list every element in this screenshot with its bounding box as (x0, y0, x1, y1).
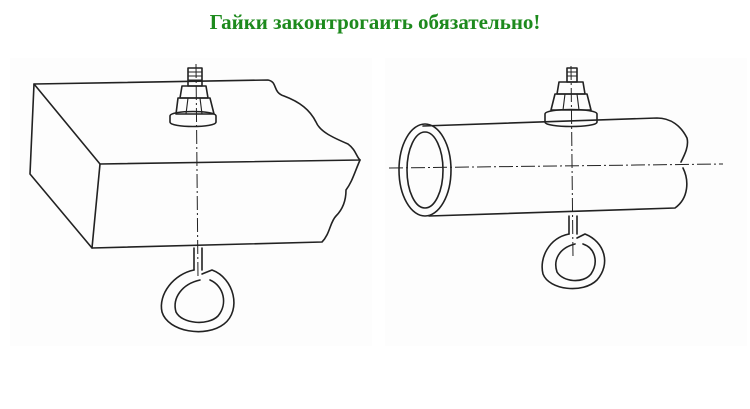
thread-marks (187, 71, 203, 81)
pipe-end-inner (406, 131, 444, 209)
beam-front-face (91, 159, 361, 249)
pipe-axis (388, 163, 724, 169)
eye-bolt-shank (193, 247, 203, 271)
page-title: Гайки законтрогаить обязательно! (209, 10, 541, 34)
nut-edges (185, 97, 203, 115)
pipe-end-outer (398, 123, 452, 217)
eye-bolt-shank (568, 215, 578, 235)
nut-edges (562, 93, 580, 111)
beam-mount-sketch (10, 58, 372, 346)
lock-nut (179, 85, 209, 99)
pipe-top-edge (422, 117, 689, 163)
washer (169, 110, 217, 128)
beam-top-face (33, 79, 361, 165)
bolt-thread (187, 67, 203, 87)
beam-side-face (29, 83, 93, 249)
eye-ring-inner (174, 279, 225, 324)
eye-ring-outer (541, 233, 606, 290)
eye-ring-inner (555, 243, 596, 282)
beam-mount-drawing (29, 63, 361, 333)
pipe-mount-sketch (385, 58, 747, 346)
bolt-axis (195, 63, 199, 279)
bolt-axis (570, 65, 574, 259)
thread-marks (566, 71, 578, 77)
bolt-thread (566, 67, 578, 83)
pipe-mount-drawing (388, 65, 724, 290)
eye-ring-outer (160, 269, 235, 333)
pipe-bottom-edge (428, 167, 688, 217)
